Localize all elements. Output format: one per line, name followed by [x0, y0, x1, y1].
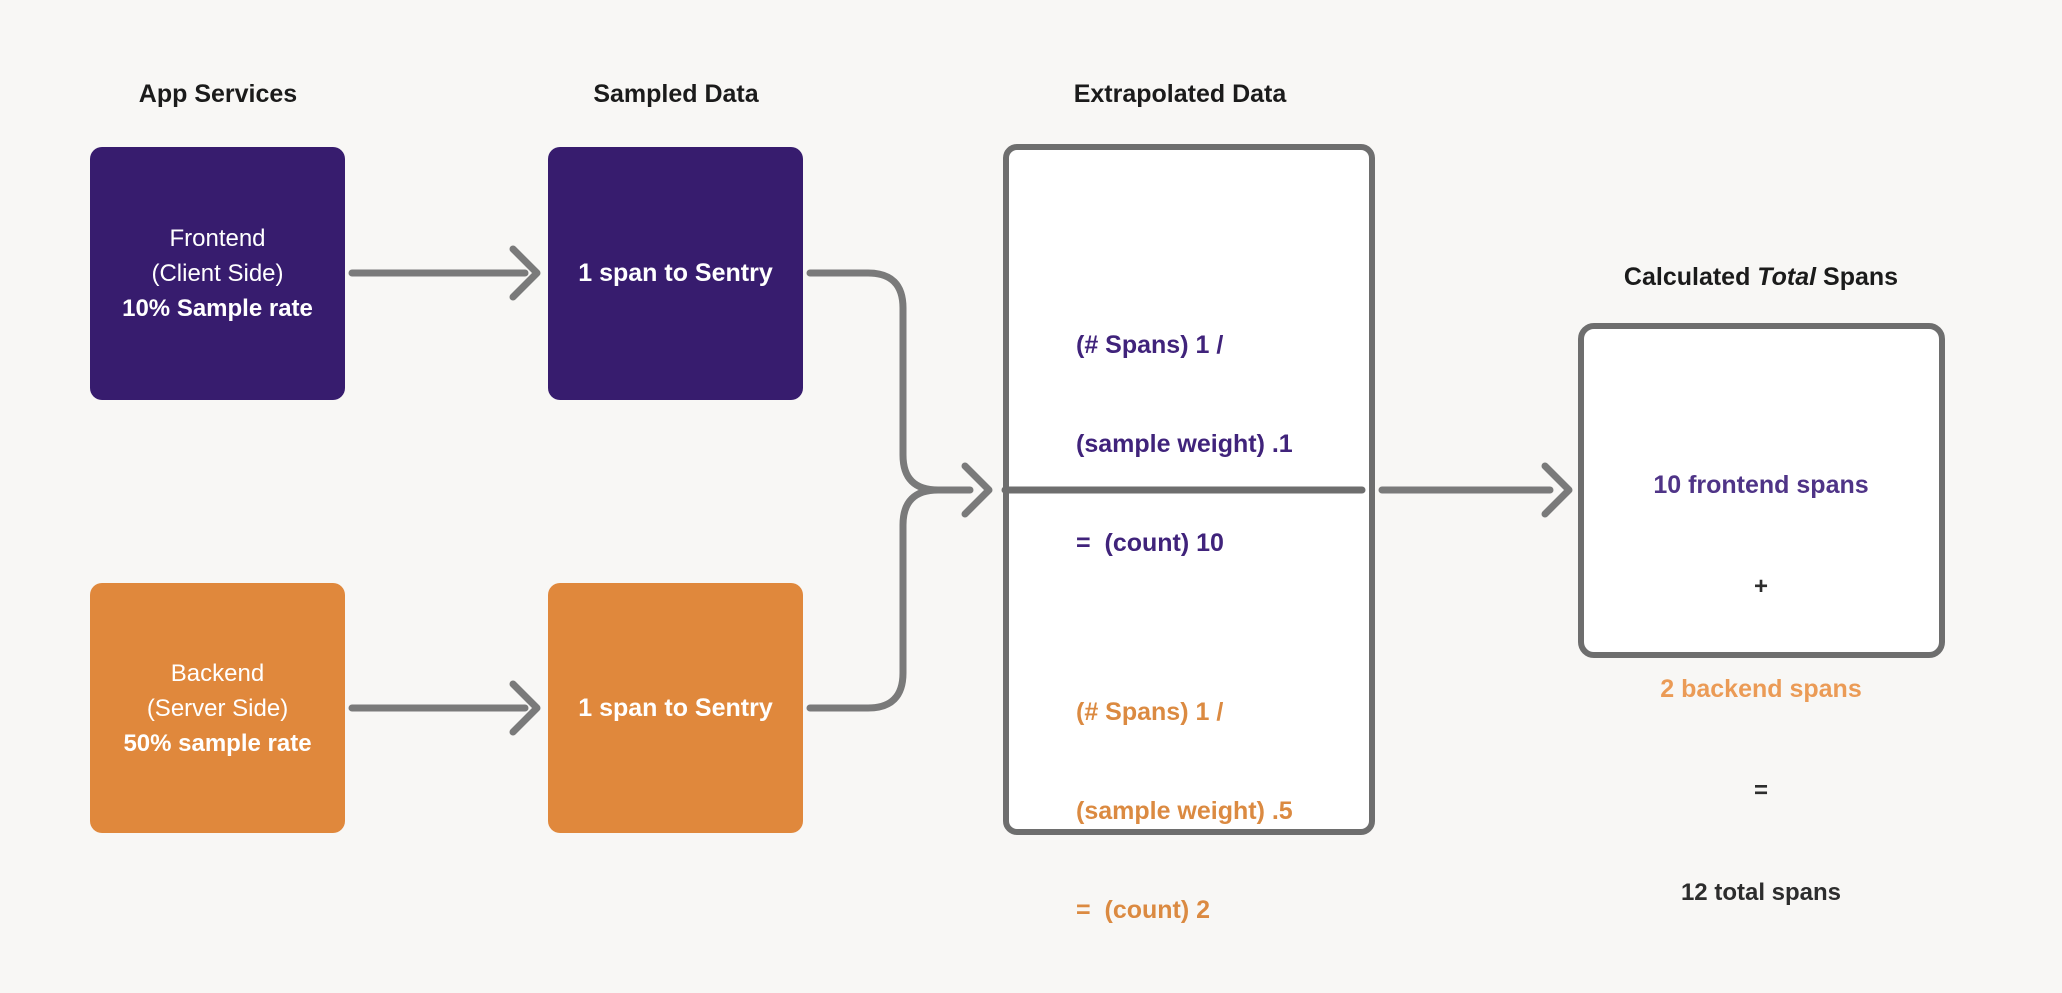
- calculated-total-panel: [1578, 323, 1945, 658]
- column-header-extrapolated-data: Extrapolated Data: [1073, 80, 1287, 108]
- arrow-extrapolated-to-total-head: [1541, 462, 1573, 518]
- total-plus-sign: +: [1753, 573, 1769, 600]
- sampled-frontend-box: 1 span to Sentry: [548, 147, 803, 400]
- total-frontend-spans: 10 frontend spans: [1653, 471, 1869, 499]
- backend-service-box: Backend (Server Side) 50% sample rate: [90, 583, 345, 833]
- frontend-service-box: Frontend (Client Side) 10% Sample rate: [90, 147, 345, 400]
- total-equals-sign: =: [1753, 777, 1769, 804]
- backend-formula-weight: (sample weight) .5: [1076, 797, 1293, 825]
- calculated-prefix: Calculated: [1623, 263, 1758, 291]
- extrapolated-frontend-formula: (# Spans) 1 / (sample weight) .1 = (coun…: [1076, 263, 1293, 626]
- backend-side: (Server Side): [146, 694, 289, 722]
- frontend-formula-spans: (# Spans) 1 /: [1076, 331, 1224, 359]
- frontend-sample-rate: 10% Sample rate: [122, 295, 313, 322]
- sampled-backend-label: 1 span to Sentry: [578, 693, 773, 722]
- arrow-backend-to-sampled-head: [509, 680, 541, 736]
- column-header-app-services: App Services: [138, 80, 298, 108]
- arrow-frontend-to-sampled-head: [509, 245, 541, 301]
- arrow-merge-to-extrapolated-head: [961, 462, 993, 518]
- connector-sampled-backend-merge: [806, 486, 942, 712]
- span-sampling-diagram: App Services Sampled Data Extrapolated D…: [90, 80, 1945, 924]
- calculated-suffix: Spans: [1816, 263, 1899, 291]
- frontend-name: Frontend: [169, 225, 266, 252]
- backend-sample-rate: 50% sample rate: [123, 729, 312, 757]
- total-backend-spans: 2 backend spans: [1660, 675, 1862, 703]
- total-spans-result: 12 total spans: [1680, 879, 1842, 906]
- backend-name: Backend: [170, 659, 265, 687]
- connector-sampled-frontend-merge: [806, 269, 942, 494]
- frontend-formula-weight: (sample weight) .1: [1076, 430, 1293, 458]
- sampled-backend-box: 1 span to Sentry: [548, 583, 803, 833]
- frontend-formula-count: = (count) 10: [1076, 529, 1224, 557]
- column-header-calculated-total-spans: Calculated Total Spans: [1624, 263, 1898, 292]
- calculated-total-italic: Total: [1757, 263, 1817, 291]
- backend-formula-spans: (# Spans) 1 /: [1076, 698, 1224, 726]
- total-calculation: 10 frontend spans + 2 backend spans = 12…: [1653, 400, 1868, 978]
- column-header-sampled-data: Sampled Data: [593, 80, 759, 108]
- extrapolated-backend-formula: (# Spans) 1 / (sample weight) .5 = (coun…: [1076, 630, 1293, 993]
- backend-formula-count: = (count) 2: [1076, 896, 1211, 924]
- frontend-side: (Client Side): [151, 260, 284, 287]
- sampled-frontend-label: 1 span to Sentry: [578, 259, 773, 287]
